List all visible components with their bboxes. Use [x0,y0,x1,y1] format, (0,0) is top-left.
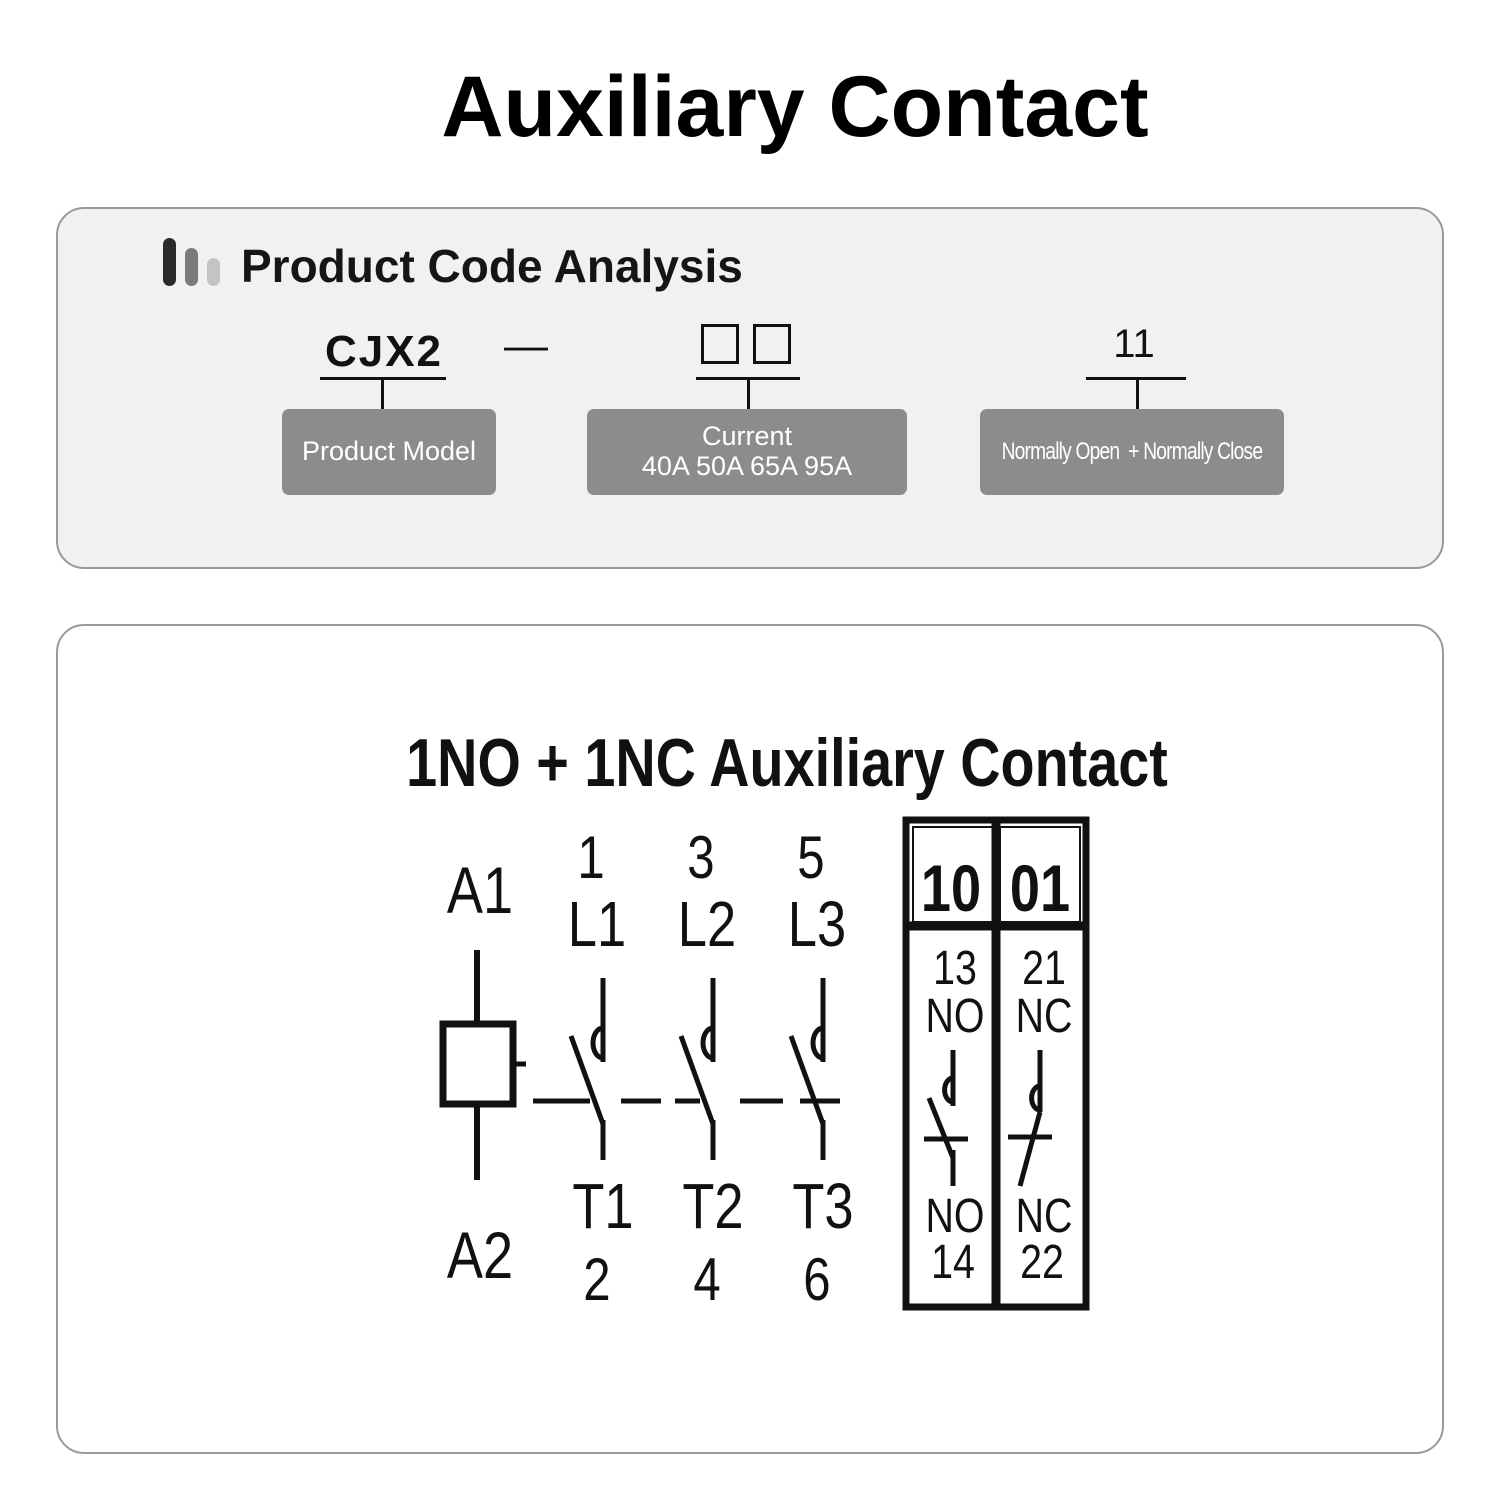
aux-top-number: 13 [933,941,977,995]
current-label: Current 40A 50A 65A 95A [587,409,907,495]
aux-top-type: NO [925,989,984,1043]
pole-contact-2 [678,978,716,1160]
page-title: Auxiliary Contact [441,59,1149,155]
aux-nc-contact [1008,1050,1052,1187]
pole-bottom-label: T1 [572,1171,633,1242]
wiring-diagram-panel [56,624,1444,1454]
aux-bottom-number: 14 [931,1235,975,1289]
coil-bottom-label: A2 [447,1218,513,1292]
pole-top-label: L3 [788,889,846,960]
current-title: Current [701,421,793,452]
suffix-code: 11 [1113,322,1155,366]
coil-symbol [439,950,526,1180]
product-model-label: Product Model [282,409,496,495]
aux-block-frame [902,816,1090,1311]
pole-top-number: 1 [577,823,604,891]
coil-top-label: A1 [447,853,513,927]
pole-contact-1 [568,978,606,1160]
current-connector [747,378,750,411]
pole-bottom-number: 6 [803,1245,830,1313]
pole-contact-3 [788,978,826,1160]
pole-top-label: L1 [568,889,626,960]
product-code-panel: Product Code Analysis CJX2 — 11 Product … [56,207,1444,569]
model-connector [381,378,384,411]
pole-bottom-number: 2 [583,1245,610,1313]
current-values: 40A 50A 65A 95A [641,451,853,481]
pole-top-label: L2 [678,889,736,960]
diagram-title: 1NO + 1NC Auxiliary Contact [406,726,1168,801]
current-digit-box-2 [753,324,791,364]
aux-top-number: 21 [1022,941,1066,995]
aux-code-01: 01 [1010,851,1070,925]
contacts-label: Normally Open + Normally Close [980,409,1284,495]
suffix-connector [1136,378,1139,411]
pole-bottom-number: 4 [693,1245,720,1313]
code-separator: — [504,321,548,370]
aux-bottom-type: NC [1016,1189,1073,1243]
pole-top-number: 5 [797,823,824,891]
aux-top-type: NC [1016,989,1073,1043]
aux-bottom-type: NO [925,1189,984,1243]
bar-chart-icon [163,238,225,292]
aux-code-10: 10 [921,851,981,925]
aux-no-contact [924,1050,968,1186]
pole-top-number: 3 [687,823,714,891]
model-code: CJX2 [324,327,444,376]
pole-bottom-label: T3 [792,1171,853,1242]
section-title: Product Code Analysis [241,240,743,292]
aux-bottom-number: 22 [1020,1235,1064,1289]
current-digit-box-1 [701,324,739,364]
pole-bottom-label: T2 [682,1171,743,1242]
